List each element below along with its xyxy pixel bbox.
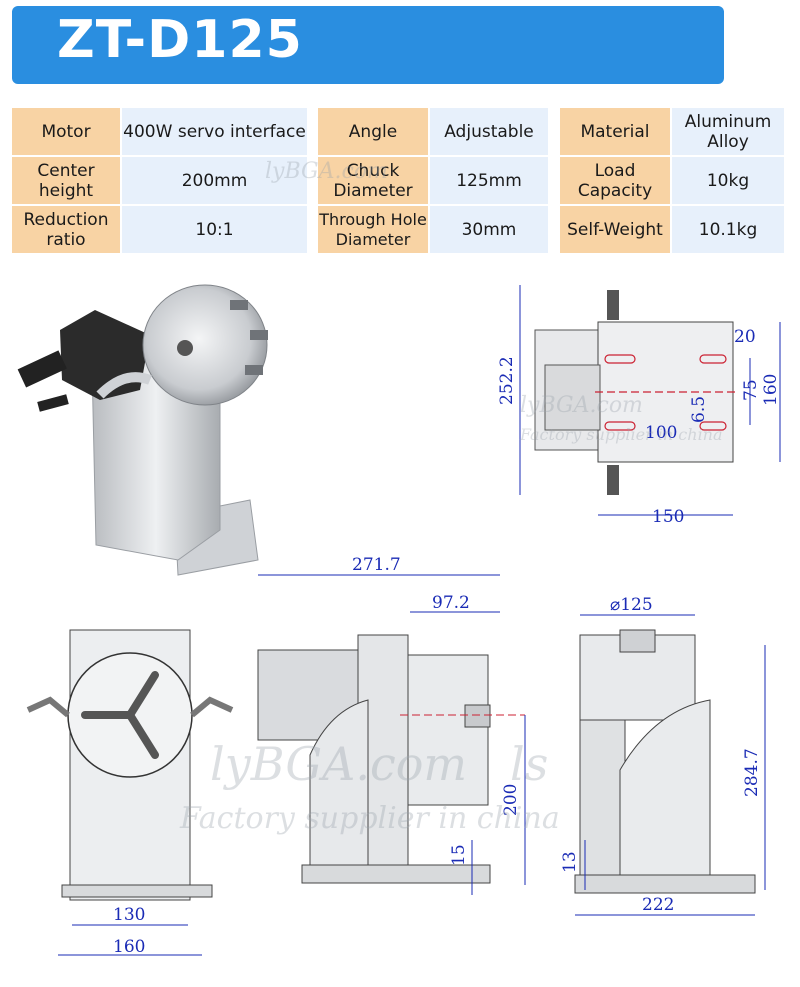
chuck-jaw [245, 365, 263, 375]
dim-97-2: 97.2 [432, 593, 470, 613]
clamp-bottom [607, 465, 619, 495]
end-bracket [619, 699, 711, 881]
slot [699, 421, 727, 431]
dim-15: 15 [449, 844, 469, 866]
spec-label: Angle [318, 108, 428, 155]
right-handle [190, 696, 234, 718]
lever-handle [37, 394, 69, 412]
spec-label: Through Hole Diameter [318, 206, 428, 253]
motor-connector [17, 350, 67, 388]
dim-222: 222 [642, 895, 674, 915]
clamp-top [607, 290, 619, 320]
slot [699, 354, 727, 364]
left-handle [26, 696, 70, 718]
dim-width: 150 [652, 507, 684, 527]
front-base [61, 884, 213, 898]
product-photo [17, 284, 268, 576]
dim-130: 130 [113, 905, 145, 925]
jaw [126, 671, 159, 719]
dim-height: 252.2 [497, 356, 517, 405]
spec-value: 200mm [122, 157, 307, 204]
side-jaw [464, 704, 491, 728]
dim-200: 200 [501, 784, 521, 816]
spec-value: 125mm [430, 157, 548, 204]
side-view-drawing: 271.7 97.2 200 15 [257, 555, 526, 895]
end-base [574, 874, 756, 894]
jaw [126, 711, 159, 759]
spec-value: 10:1 [122, 206, 307, 253]
front-view-drawing: 130 160 [26, 629, 234, 957]
side-chuck [407, 654, 489, 806]
spec-label: Material [560, 108, 670, 155]
chuck-jaw [230, 300, 248, 310]
spec-label: Reduction ratio [12, 206, 120, 253]
spec-label: Motor [12, 108, 120, 155]
angle-lever [96, 372, 152, 399]
motor-flange [544, 364, 601, 431]
spec-label: Center height [12, 157, 120, 204]
side-bracket [309, 699, 369, 866]
slot [604, 421, 636, 431]
title-banner: ZT-D125 [12, 6, 724, 84]
spec-value: 10.1kg [672, 206, 784, 253]
slot [604, 354, 636, 364]
dim-diameter: ⌀125 [610, 595, 653, 615]
spec-label: Load Capacity [560, 157, 670, 204]
chuck-hole [177, 340, 193, 356]
spec-value: 10kg [672, 157, 784, 204]
spec-value: Adjustable [430, 108, 548, 155]
end-motor [579, 719, 626, 881]
chuck-body [142, 284, 268, 406]
spec-value: 30mm [430, 206, 548, 253]
dim-160: 160 [113, 937, 145, 957]
dim-75: 75 [741, 379, 761, 401]
side-base [301, 864, 491, 884]
dim-6-5: 6.5 [689, 396, 709, 423]
dim-20: 20 [734, 327, 756, 347]
dim-271-7: 271.7 [352, 555, 401, 575]
spec-value: Aluminum Alloy [672, 108, 784, 155]
dim-13: 13 [560, 851, 580, 873]
dim-100: 100 [645, 423, 677, 443]
end-view-drawing: ⌀125 284.7 13 222 [560, 595, 766, 916]
spec-value: 400W servo interface [122, 108, 307, 155]
spec-label: Chuck Diameter [318, 157, 428, 204]
spec-label: Self-Weight [560, 206, 670, 253]
top-view-drawing: 252.2 150 20 75 160 6.5 100 [497, 285, 781, 527]
dim-284-7: 284.7 [742, 748, 762, 797]
product-title: ZT-D125 [57, 10, 303, 70]
chuck-jaw [250, 330, 268, 340]
end-jaw [619, 629, 656, 653]
dim-160: 160 [761, 374, 781, 406]
